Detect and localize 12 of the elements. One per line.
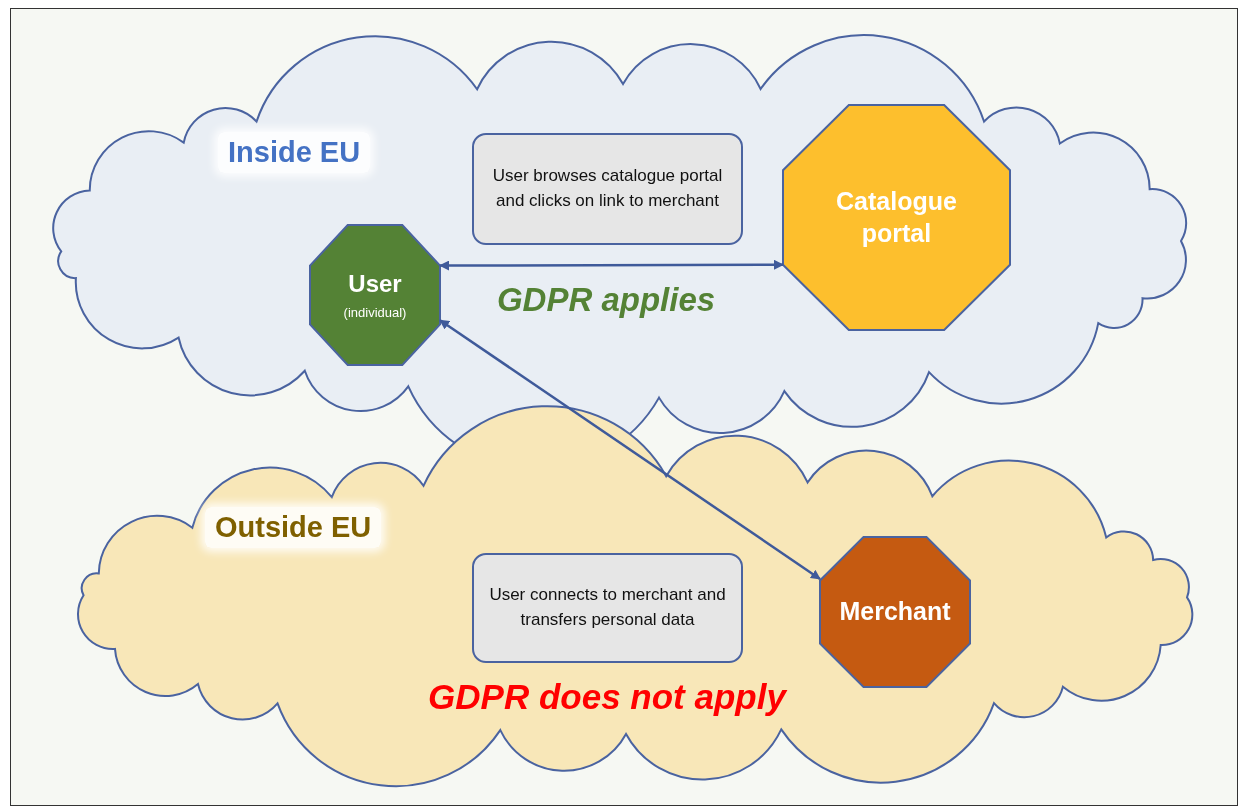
gdpr-note: GDPR does not apply: [428, 677, 786, 717]
note-box: User browses catalogue portal and clicks on link to merchant: [472, 133, 743, 245]
node-title: Merchant: [839, 596, 951, 628]
note-box: User connects to merchant and transfers personal data: [472, 553, 743, 663]
region-title: Outside EU: [205, 507, 382, 548]
node-title: User: [348, 268, 402, 299]
region-title: Inside EU: [218, 132, 371, 173]
node-title: Catalogue portal: [835, 186, 958, 249]
gdpr-note: GDPR applies: [496, 281, 716, 319]
node-subtitle: (individual): [343, 304, 407, 322]
arrow: [439, 319, 821, 581]
arrow: [439, 259, 784, 271]
